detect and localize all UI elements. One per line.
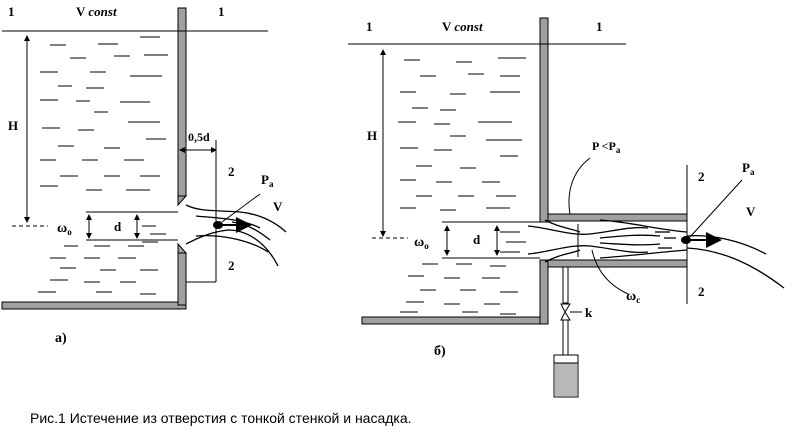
velocity-label-a: V <box>273 199 283 214</box>
valve-label: k <box>585 305 593 320</box>
vacuum-leader <box>568 157 591 215</box>
pressure-label-b: Pa <box>742 160 755 177</box>
jet-center-point-a <box>213 221 223 229</box>
offset-label-a: 0,5d <box>188 130 210 144</box>
piezometer-tube <box>562 266 569 304</box>
tank-a-bottom-wall <box>1 301 187 310</box>
section-2-bottom-a: 2 <box>228 258 235 273</box>
vacuum-label: P <Pa <box>592 139 621 155</box>
diameter-label-a: d <box>114 219 122 234</box>
tank-b-right-wall-lower <box>539 259 549 325</box>
v-const-b: V const <box>442 19 483 34</box>
section-2-top-b: 2 <box>698 169 705 184</box>
omega-label-a: ωo <box>57 221 72 237</box>
panel-label-a: а) <box>55 331 67 346</box>
figure-caption: Рис.1 Истечение из отверстия с тонкой ст… <box>30 410 412 426</box>
reservoir-liquid <box>555 363 577 396</box>
tank-b-right-wall-upper <box>539 17 549 223</box>
pa-leader-a <box>221 193 261 223</box>
head-label-a: H <box>8 118 18 133</box>
tank-b-bottom-wall <box>361 316 549 325</box>
flow-lines-b <box>527 219 785 289</box>
valve-k <box>560 303 571 321</box>
jet-center-point-b <box>681 236 691 244</box>
orifice-edge-upper <box>177 195 188 207</box>
section-1-right-a: 1 <box>218 4 225 19</box>
section-2-top-a: 2 <box>228 164 235 179</box>
section-1-left-b: 1 <box>366 19 373 34</box>
velocity-label-b: V <box>746 204 756 219</box>
omega-c-label: ωc <box>626 289 640 305</box>
omega-label-b: ωo <box>414 235 429 251</box>
nozzle-bottom-wall <box>547 259 688 268</box>
section-1-right-b: 1 <box>596 19 603 34</box>
orifice-edge-lower <box>177 242 188 254</box>
pa-leader-b <box>689 179 743 238</box>
v-const-a: V const <box>76 4 117 19</box>
water-hatching-b <box>398 57 526 315</box>
panel-label-b: б) <box>434 344 446 359</box>
diameter-label-b: d <box>473 232 481 247</box>
nozzle-top-wall <box>547 213 688 222</box>
jet-a <box>185 204 287 267</box>
figure-a: 1 V const 1 H ωo d 0,5d 2 2 Pa V а) <box>1 4 287 346</box>
section-2-bottom-b: 2 <box>698 284 705 299</box>
water-hatching-a <box>38 36 168 295</box>
tank-a-right-wall-upper <box>177 7 187 197</box>
head-label-b: H <box>367 128 377 143</box>
figure-b: 1 V const 1 H P <Pa ωo d ωc 2 2 Pa V k б… <box>348 17 785 398</box>
vena-contracta-leader <box>591 249 629 295</box>
pressure-label-a: Pa <box>261 172 274 189</box>
section-1-left-a: 1 <box>8 4 15 19</box>
tank-a-right-wall-lower <box>177 252 187 306</box>
